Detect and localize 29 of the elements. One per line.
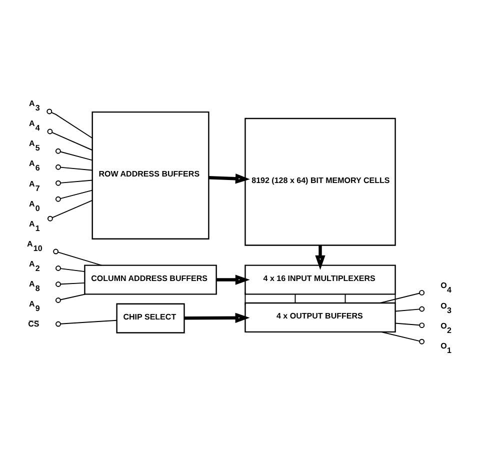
node-box: 8192 (128 x 64) BIT MEMORY CELLS xyxy=(244,117,396,246)
connector xyxy=(379,289,424,303)
connector xyxy=(46,108,92,138)
connector xyxy=(55,319,117,326)
node-box: CHIP SELECT xyxy=(116,302,184,333)
connector xyxy=(55,164,92,170)
connector xyxy=(54,148,92,160)
connector xyxy=(46,128,92,150)
node-box: ROW ADDRESS BUFFERS xyxy=(91,110,209,239)
connector xyxy=(52,248,102,266)
arrow xyxy=(216,274,250,284)
arrow xyxy=(184,312,250,322)
connector xyxy=(244,291,246,305)
connector xyxy=(394,293,396,303)
arrow xyxy=(314,244,325,270)
connector xyxy=(54,293,86,302)
node-box: COLUMN ADDRESS BUFFERS xyxy=(84,264,216,294)
connector xyxy=(55,265,85,272)
connector xyxy=(380,331,424,344)
connector xyxy=(54,189,92,202)
connector xyxy=(55,281,85,286)
arrow xyxy=(208,173,250,184)
connector xyxy=(394,306,424,312)
node-text: C̅S̅ xyxy=(28,319,39,328)
connector xyxy=(55,179,92,186)
node-box: 4 x OUTPUT BUFFERS xyxy=(244,302,396,332)
connector xyxy=(46,199,92,221)
connector xyxy=(394,322,424,328)
node-box: 4 x 16 INPUT MULTIPLEXERS xyxy=(244,264,396,294)
